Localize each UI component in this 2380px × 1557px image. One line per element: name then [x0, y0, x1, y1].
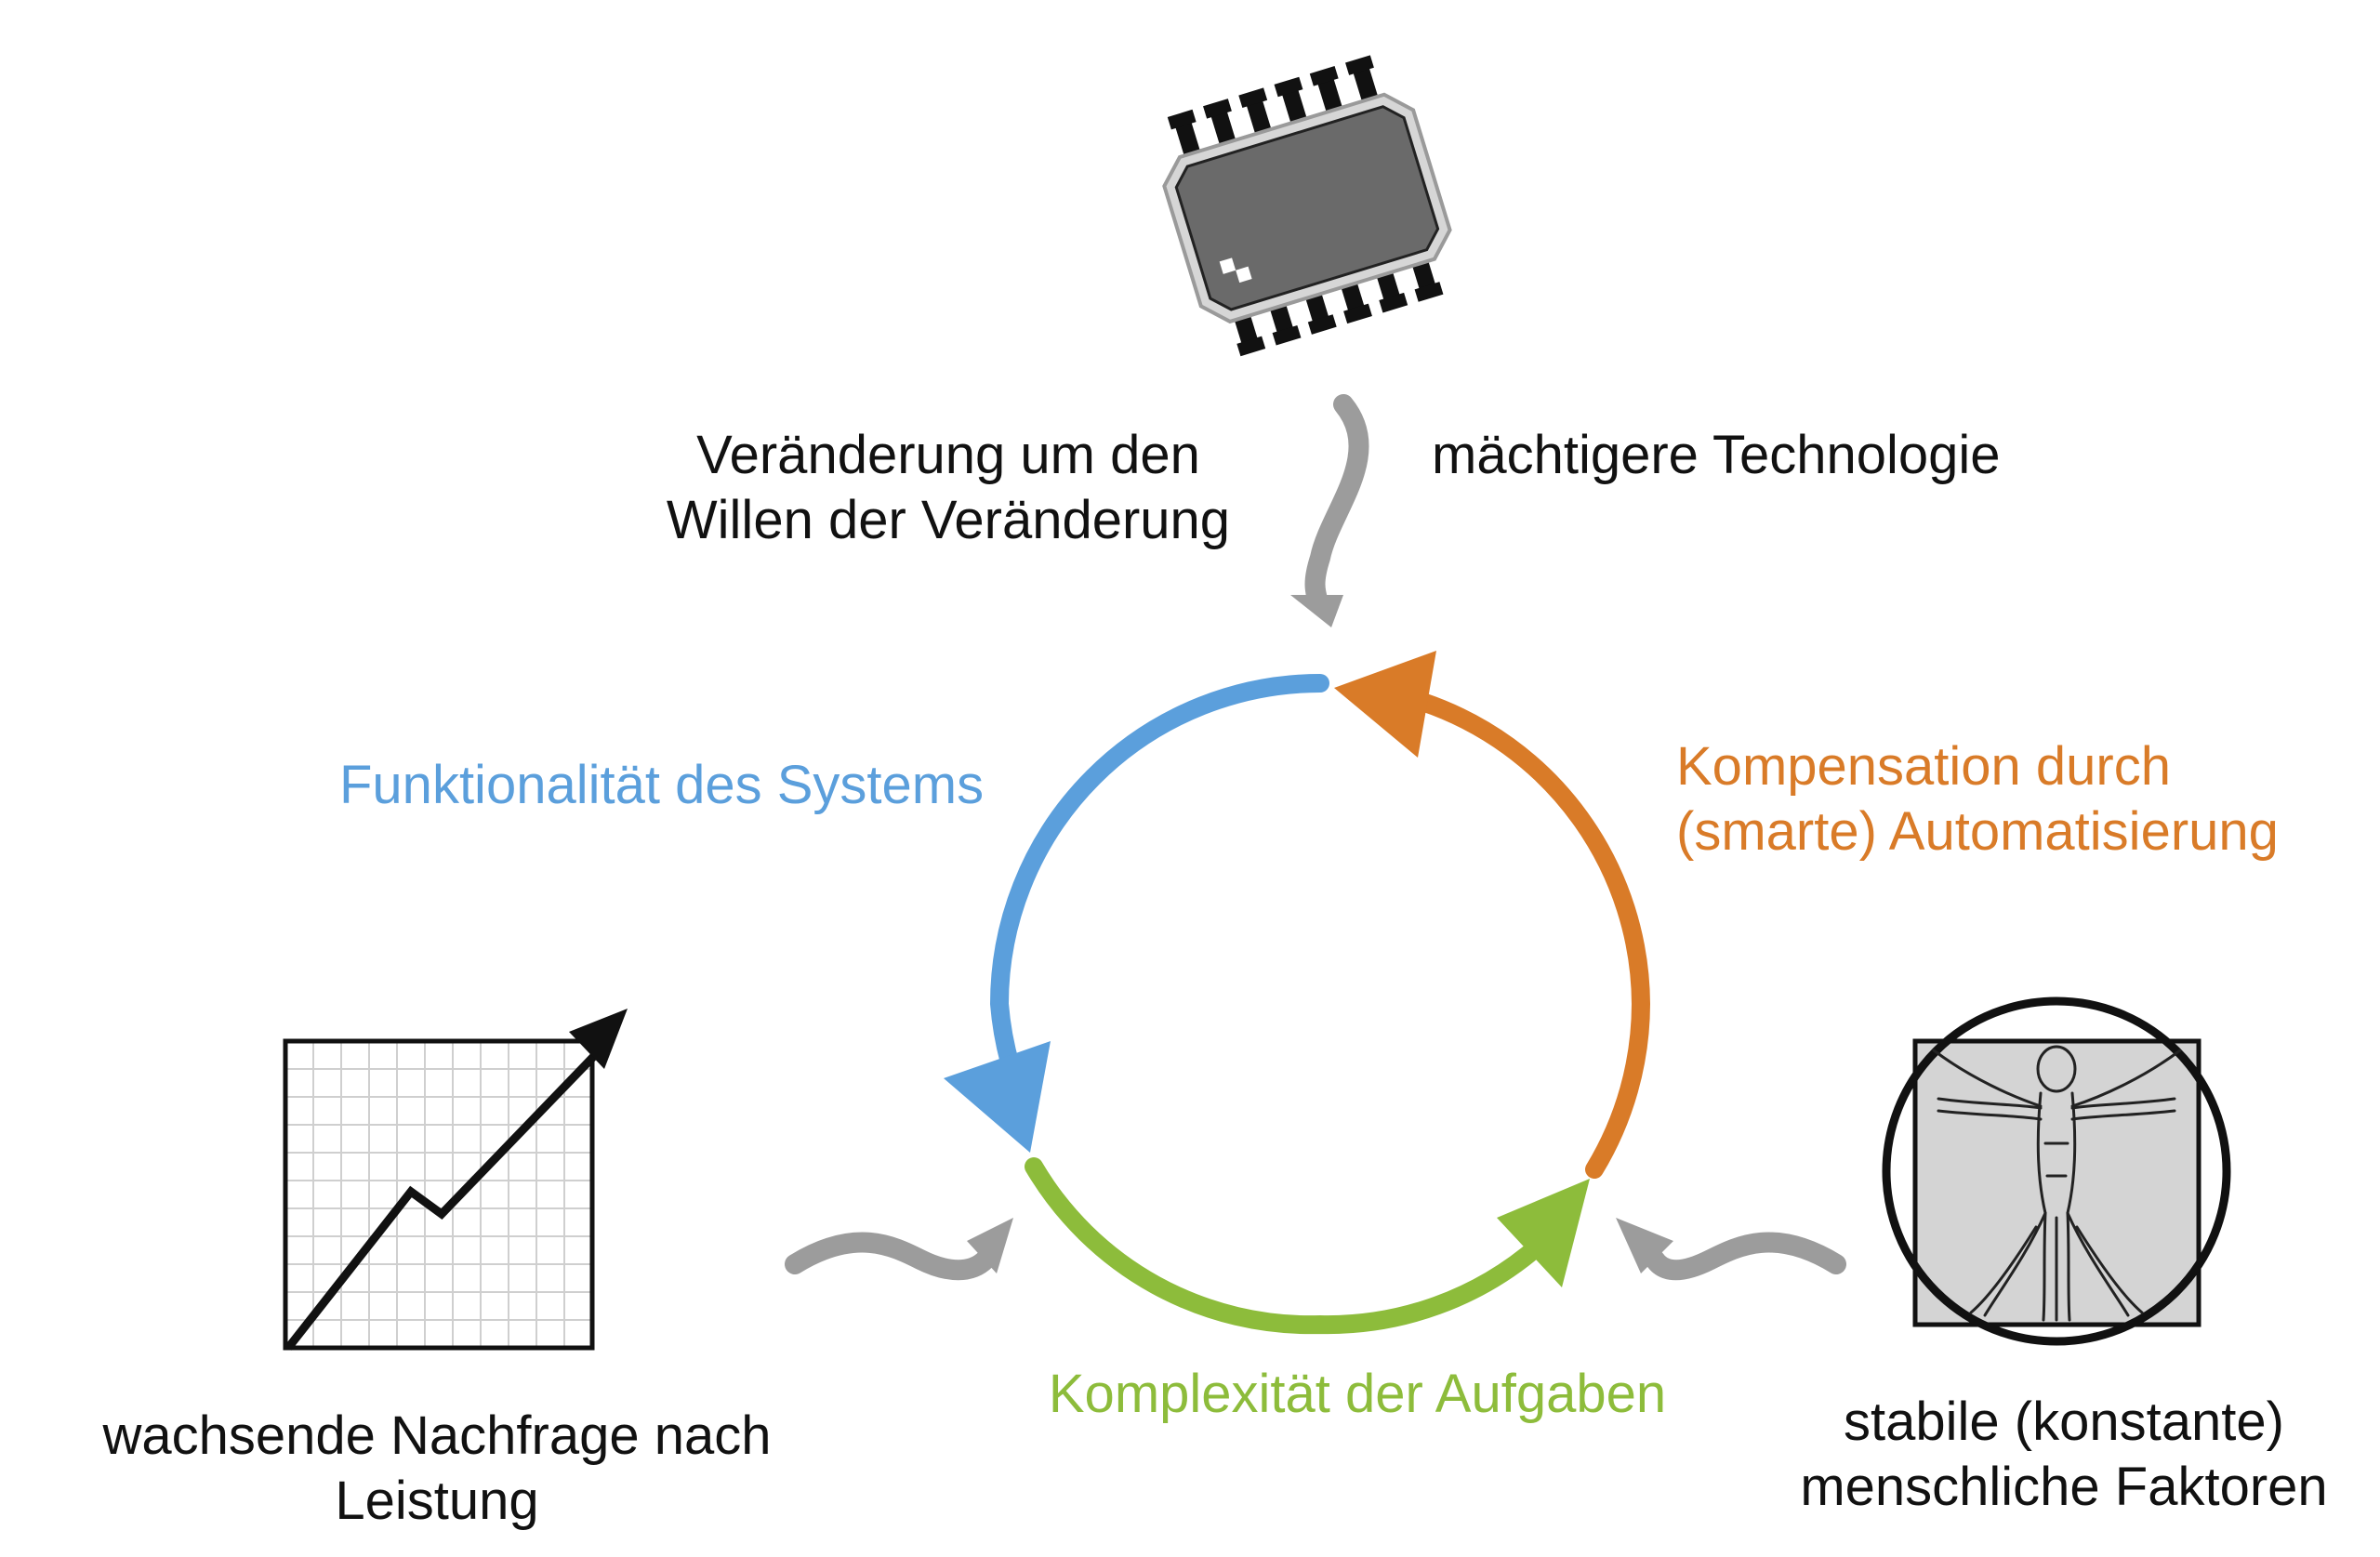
complexity-arc	[1025, 1157, 1590, 1335]
label-compensation-line-2: (smarte) Automatisierung	[1676, 801, 2279, 862]
label-more-powerful-technology: mächtigere Technologie	[1432, 423, 2001, 488]
label-growing-demand: wachsende Nachfrage nach Leistung	[74, 1404, 800, 1534]
label-compensation-line-1: Kompensation durch	[1676, 736, 2171, 797]
label-change-for-change-line-2: Willen der Veränderung	[666, 490, 1231, 550]
human-factors-input-arrow	[1616, 1218, 1846, 1281]
demand-input-arrow	[785, 1218, 1013, 1281]
label-task-complexity: Komplexität der Aufgaben	[1023, 1362, 1692, 1427]
technology-input-arrow	[1290, 394, 1369, 627]
label-system-functionality: Funktionalität des Systems	[339, 753, 984, 818]
growth-chart-icon	[283, 1009, 628, 1351]
label-growing-demand-line-1: wachsende Nachfrage nach	[102, 1405, 772, 1466]
vitruvian-man-icon	[1882, 996, 2231, 1346]
label-task-complexity-text: Komplexität der Aufgaben	[1048, 1364, 1667, 1424]
label-stable-human-factors-line-1: stabile (konstante)	[1844, 1392, 2284, 1452]
microchip-icon	[1162, 55, 1452, 357]
label-growing-demand-line-2: Leistung	[335, 1471, 539, 1531]
label-stable-human-factors: stabile (konstante) menschliche Faktoren	[1766, 1390, 2361, 1520]
label-change-for-change-line-1: Veränderung um den	[696, 425, 1200, 485]
label-system-functionality-text: Funktionalität des Systems	[339, 755, 985, 815]
compensation-arc	[1334, 651, 1651, 1179]
label-change-for-change: Veränderung um den Willen der Veränderun…	[651, 423, 1246, 553]
label-compensation: Kompensation durch (smarte) Automatisier…	[1676, 734, 2279, 864]
label-more-powerful-technology-text: mächtigere Technologie	[1432, 425, 2001, 485]
functionality-arc	[944, 674, 1329, 1153]
label-stable-human-factors-line-2: menschliche Faktoren	[1800, 1457, 2328, 1517]
